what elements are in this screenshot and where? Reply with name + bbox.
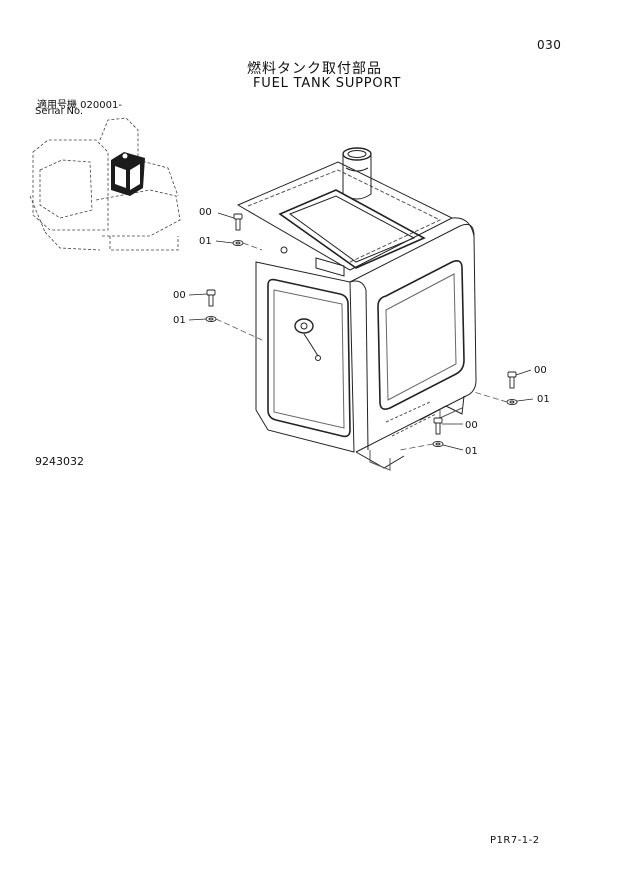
- callout-label: 01: [173, 315, 186, 326]
- page-reference-code: P1R7-1-2: [490, 835, 540, 846]
- callout-label: 00: [173, 290, 186, 301]
- callout-label: 01: [465, 446, 478, 457]
- washer-icon: [232, 239, 244, 247]
- serial-label-japanese: 適用号機 020001-: [37, 100, 122, 111]
- machine-thumbnail: [29, 117, 181, 251]
- washer-icon: [432, 440, 444, 448]
- drawing-number: 9243032: [35, 455, 84, 468]
- washer-icon: [205, 315, 217, 323]
- title-english: FUEL TANK SUPPORT: [253, 76, 402, 91]
- bolt-icon: [507, 371, 517, 389]
- page-number: 030: [537, 38, 562, 52]
- callout-label: 00: [534, 365, 547, 376]
- serial-label-english: Serial No.: [35, 106, 84, 117]
- callout-label: 00: [199, 207, 212, 218]
- bolt-icon: [233, 213, 243, 231]
- fuel-tank-drawing: [236, 147, 477, 471]
- assembly-lines: [215, 242, 508, 451]
- title-japanese: 燃料タンク取付部品: [247, 61, 382, 77]
- washer-icon: [506, 398, 518, 406]
- callout-label: 01: [537, 394, 550, 405]
- callout-label: 01: [199, 236, 212, 247]
- fuel-tank-highlight: [111, 152, 145, 196]
- leader-lines: [188, 212, 534, 451]
- bolt-icon: [206, 289, 216, 307]
- callout-label: 00: [465, 420, 478, 431]
- bolt-icon: [433, 417, 443, 435]
